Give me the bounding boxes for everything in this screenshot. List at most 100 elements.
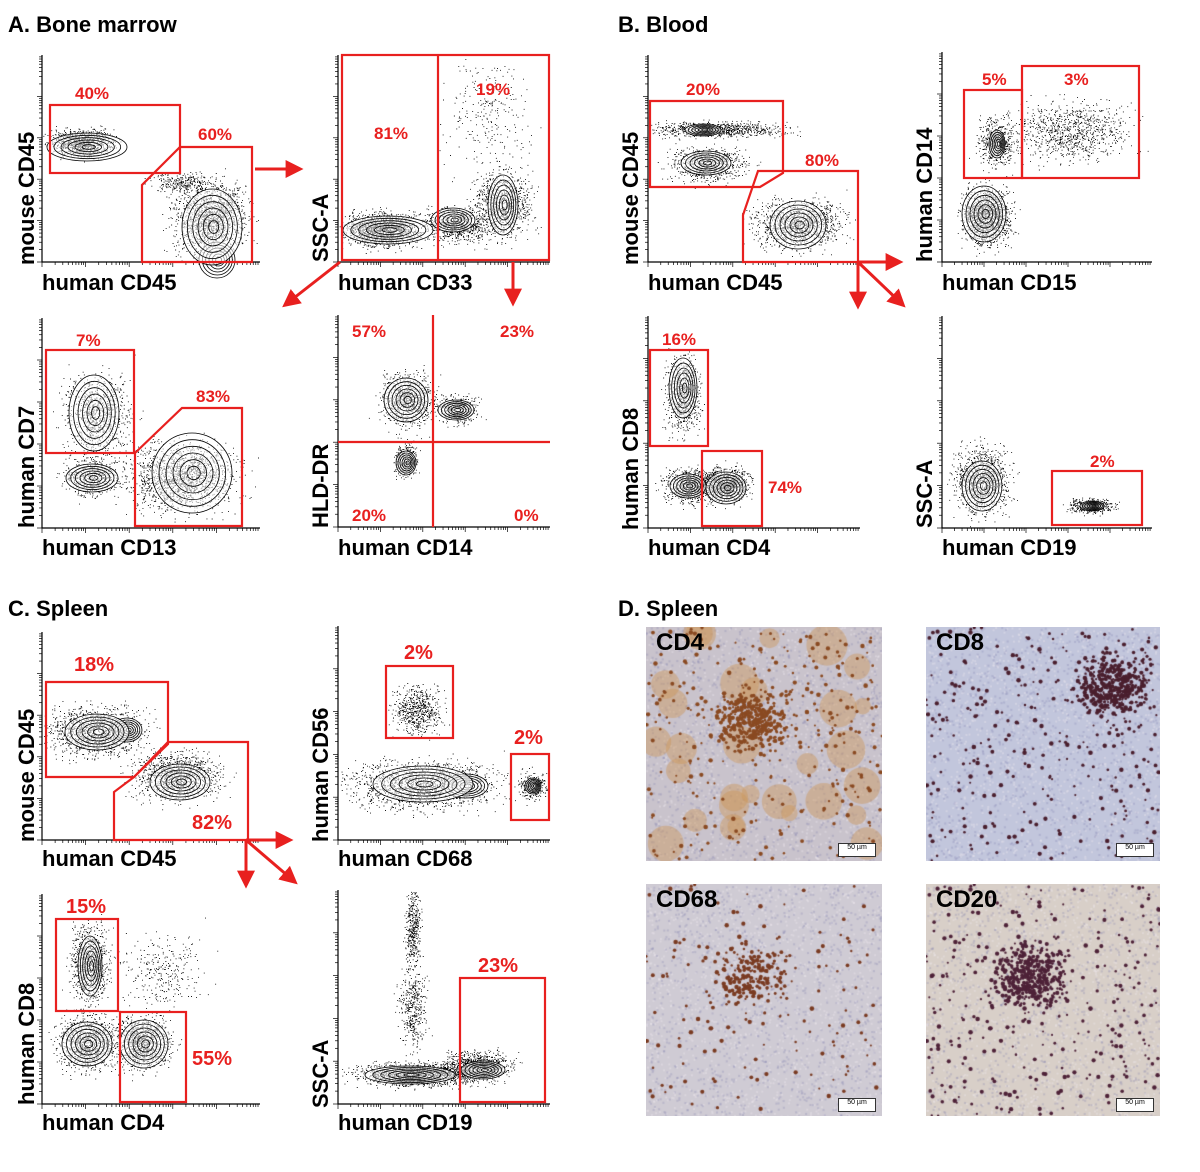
contour-line (136, 1035, 154, 1053)
contour-line (712, 476, 741, 500)
plot-canvas (333, 890, 550, 1109)
contour-line (186, 465, 201, 481)
contour-line (398, 774, 450, 794)
gate-pct: 2% (514, 727, 543, 749)
contour-line (165, 445, 220, 501)
contour-line (123, 1023, 165, 1065)
contour-line (532, 784, 537, 788)
contour-line (403, 1073, 420, 1077)
contour-line (160, 769, 202, 795)
contour-line (208, 220, 220, 234)
xlabel-a1: human CD45 (42, 270, 177, 295)
contour-line (476, 1066, 493, 1074)
contour-line (158, 439, 227, 507)
contour-line (128, 1027, 162, 1061)
contour-line (176, 778, 188, 786)
contour-line (64, 713, 130, 751)
contour-line (472, 1065, 496, 1075)
section-title-c: C. Spleen (8, 596, 109, 621)
contour-line (366, 222, 412, 238)
contour-line (387, 381, 426, 419)
contour-line (358, 220, 420, 240)
contour-line (965, 464, 1000, 508)
contour-line (685, 152, 728, 174)
contour-line (391, 384, 422, 416)
contour-line (88, 475, 99, 481)
contour-line (75, 1032, 101, 1056)
arrow-icon (245, 838, 298, 885)
contour-line (141, 1039, 151, 1049)
micrograph-label: CD20 (936, 886, 998, 913)
contour-line (995, 138, 1002, 150)
contour-line (676, 372, 692, 404)
contour-line (694, 126, 714, 134)
contour-line (784, 212, 814, 238)
gate-pct: 16% (662, 330, 697, 349)
contour-line (202, 213, 224, 241)
contour-line (961, 185, 1007, 243)
contour-line (671, 362, 696, 414)
xlabel-b2: human CD15 (942, 270, 1077, 295)
gate-pct: 57% (352, 322, 387, 341)
contour-line (716, 479, 738, 497)
gate-pct: 20% (686, 80, 721, 99)
contour-line (415, 780, 434, 788)
arrow-icon (856, 260, 906, 308)
gate-pct: 82% (192, 812, 233, 834)
contour-line (774, 204, 823, 246)
arrow-icon (282, 260, 341, 308)
contour-line (434, 209, 473, 231)
contour-line (165, 772, 197, 792)
contour-line (82, 393, 108, 433)
contour-line (388, 1070, 434, 1080)
contour-line (170, 775, 192, 789)
contour-line (350, 217, 427, 243)
contour-line (74, 141, 103, 153)
section-title-b: B. Blood (618, 12, 709, 37)
contour-line (977, 204, 994, 224)
contour-line (82, 945, 100, 987)
contour-line (720, 482, 735, 494)
gate-pct: 18% (74, 654, 115, 676)
micrograph-cd4: CD4 50 µm (646, 627, 882, 861)
contour-line (468, 1063, 499, 1077)
contour-line (389, 771, 458, 797)
gate-pct: 60% (198, 125, 233, 144)
contour-line (679, 377, 690, 399)
contour-line (794, 220, 805, 230)
contour-line (991, 134, 1004, 154)
contour-line (383, 377, 429, 423)
contour-line (701, 128, 709, 132)
contour-line (151, 432, 233, 514)
plot-canvas (937, 316, 1152, 533)
contour-line (66, 1025, 109, 1063)
plot-canvas (643, 55, 860, 267)
contour-line (703, 160, 713, 166)
contour-line (395, 1071, 427, 1079)
contour-line (92, 728, 105, 736)
contour-line (981, 208, 990, 220)
contour-line (450, 217, 459, 223)
contour-line (687, 124, 719, 136)
contour-line (686, 483, 694, 489)
gate-pct: 55% (192, 1048, 233, 1070)
contour-line (89, 960, 95, 972)
contour-line (149, 763, 211, 801)
contour-line (75, 719, 120, 745)
xlabel-c3: human CD4 (42, 1110, 165, 1135)
contour-line (464, 1062, 503, 1078)
contour-line (380, 1068, 442, 1082)
contour-line (694, 156, 720, 170)
gate-pct: 19% (476, 80, 511, 99)
flow-plot-b2 (937, 52, 1152, 267)
flow-plot-c4 (333, 890, 550, 1109)
xlabel-c1: human CD45 (42, 846, 177, 871)
contour-line (84, 950, 98, 982)
contour-line (446, 215, 463, 225)
contour-line (973, 199, 997, 229)
plot-canvas (37, 55, 260, 279)
contour-line (132, 1031, 158, 1057)
gate-pct: 81% (374, 124, 409, 143)
contour-line (673, 367, 694, 409)
flow-plot-b4 (937, 316, 1152, 533)
